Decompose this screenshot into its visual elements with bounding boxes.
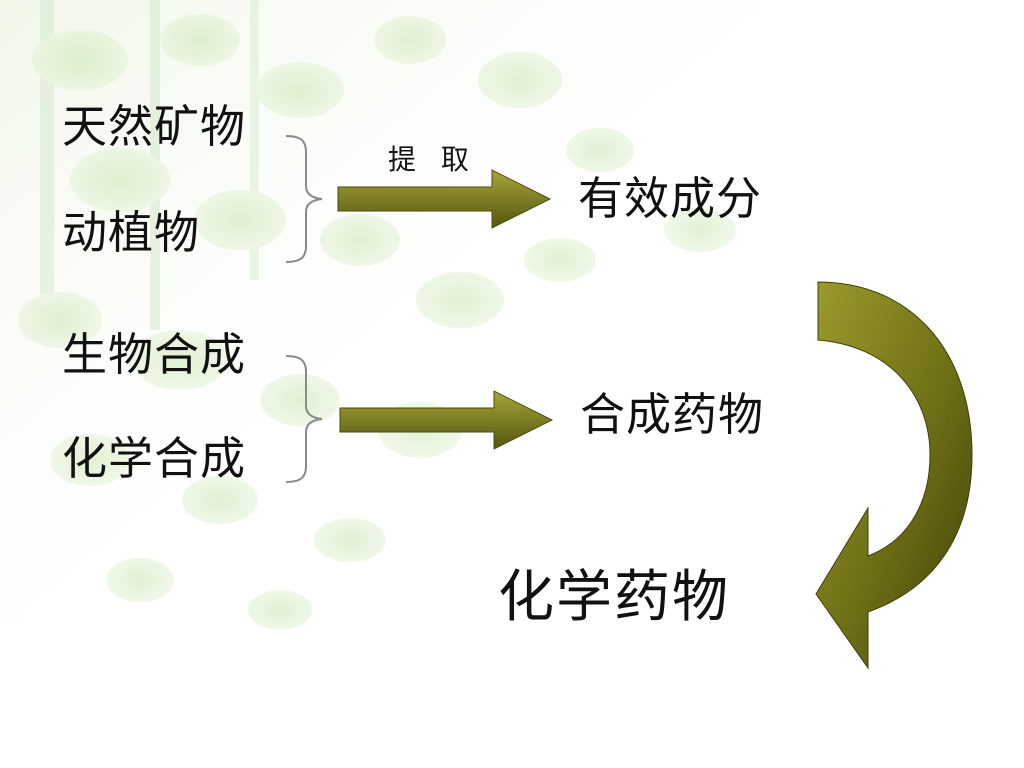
source-natural-minerals: 天然矿物: [62, 100, 247, 153]
final-chemical-drugs: 化学药物: [498, 565, 730, 630]
bracket-group2: [285, 355, 323, 483]
curved-arrow-icon: [815, 281, 973, 670]
source-chemical-synthesis: 化学合成: [62, 432, 247, 485]
source-biosynthesis: 生物合成: [62, 328, 247, 381]
bracket-group1: [285, 135, 323, 263]
arrow-extract-icon: [337, 169, 552, 229]
output-synthetic-drugs: 合成药物: [580, 388, 765, 441]
source-plants-animals: 动植物: [62, 206, 201, 259]
output-active-ingredients: 有效成分: [578, 172, 763, 225]
extract-label: 提 取: [388, 143, 477, 176]
arrow-synthesis-icon: [339, 390, 554, 450]
